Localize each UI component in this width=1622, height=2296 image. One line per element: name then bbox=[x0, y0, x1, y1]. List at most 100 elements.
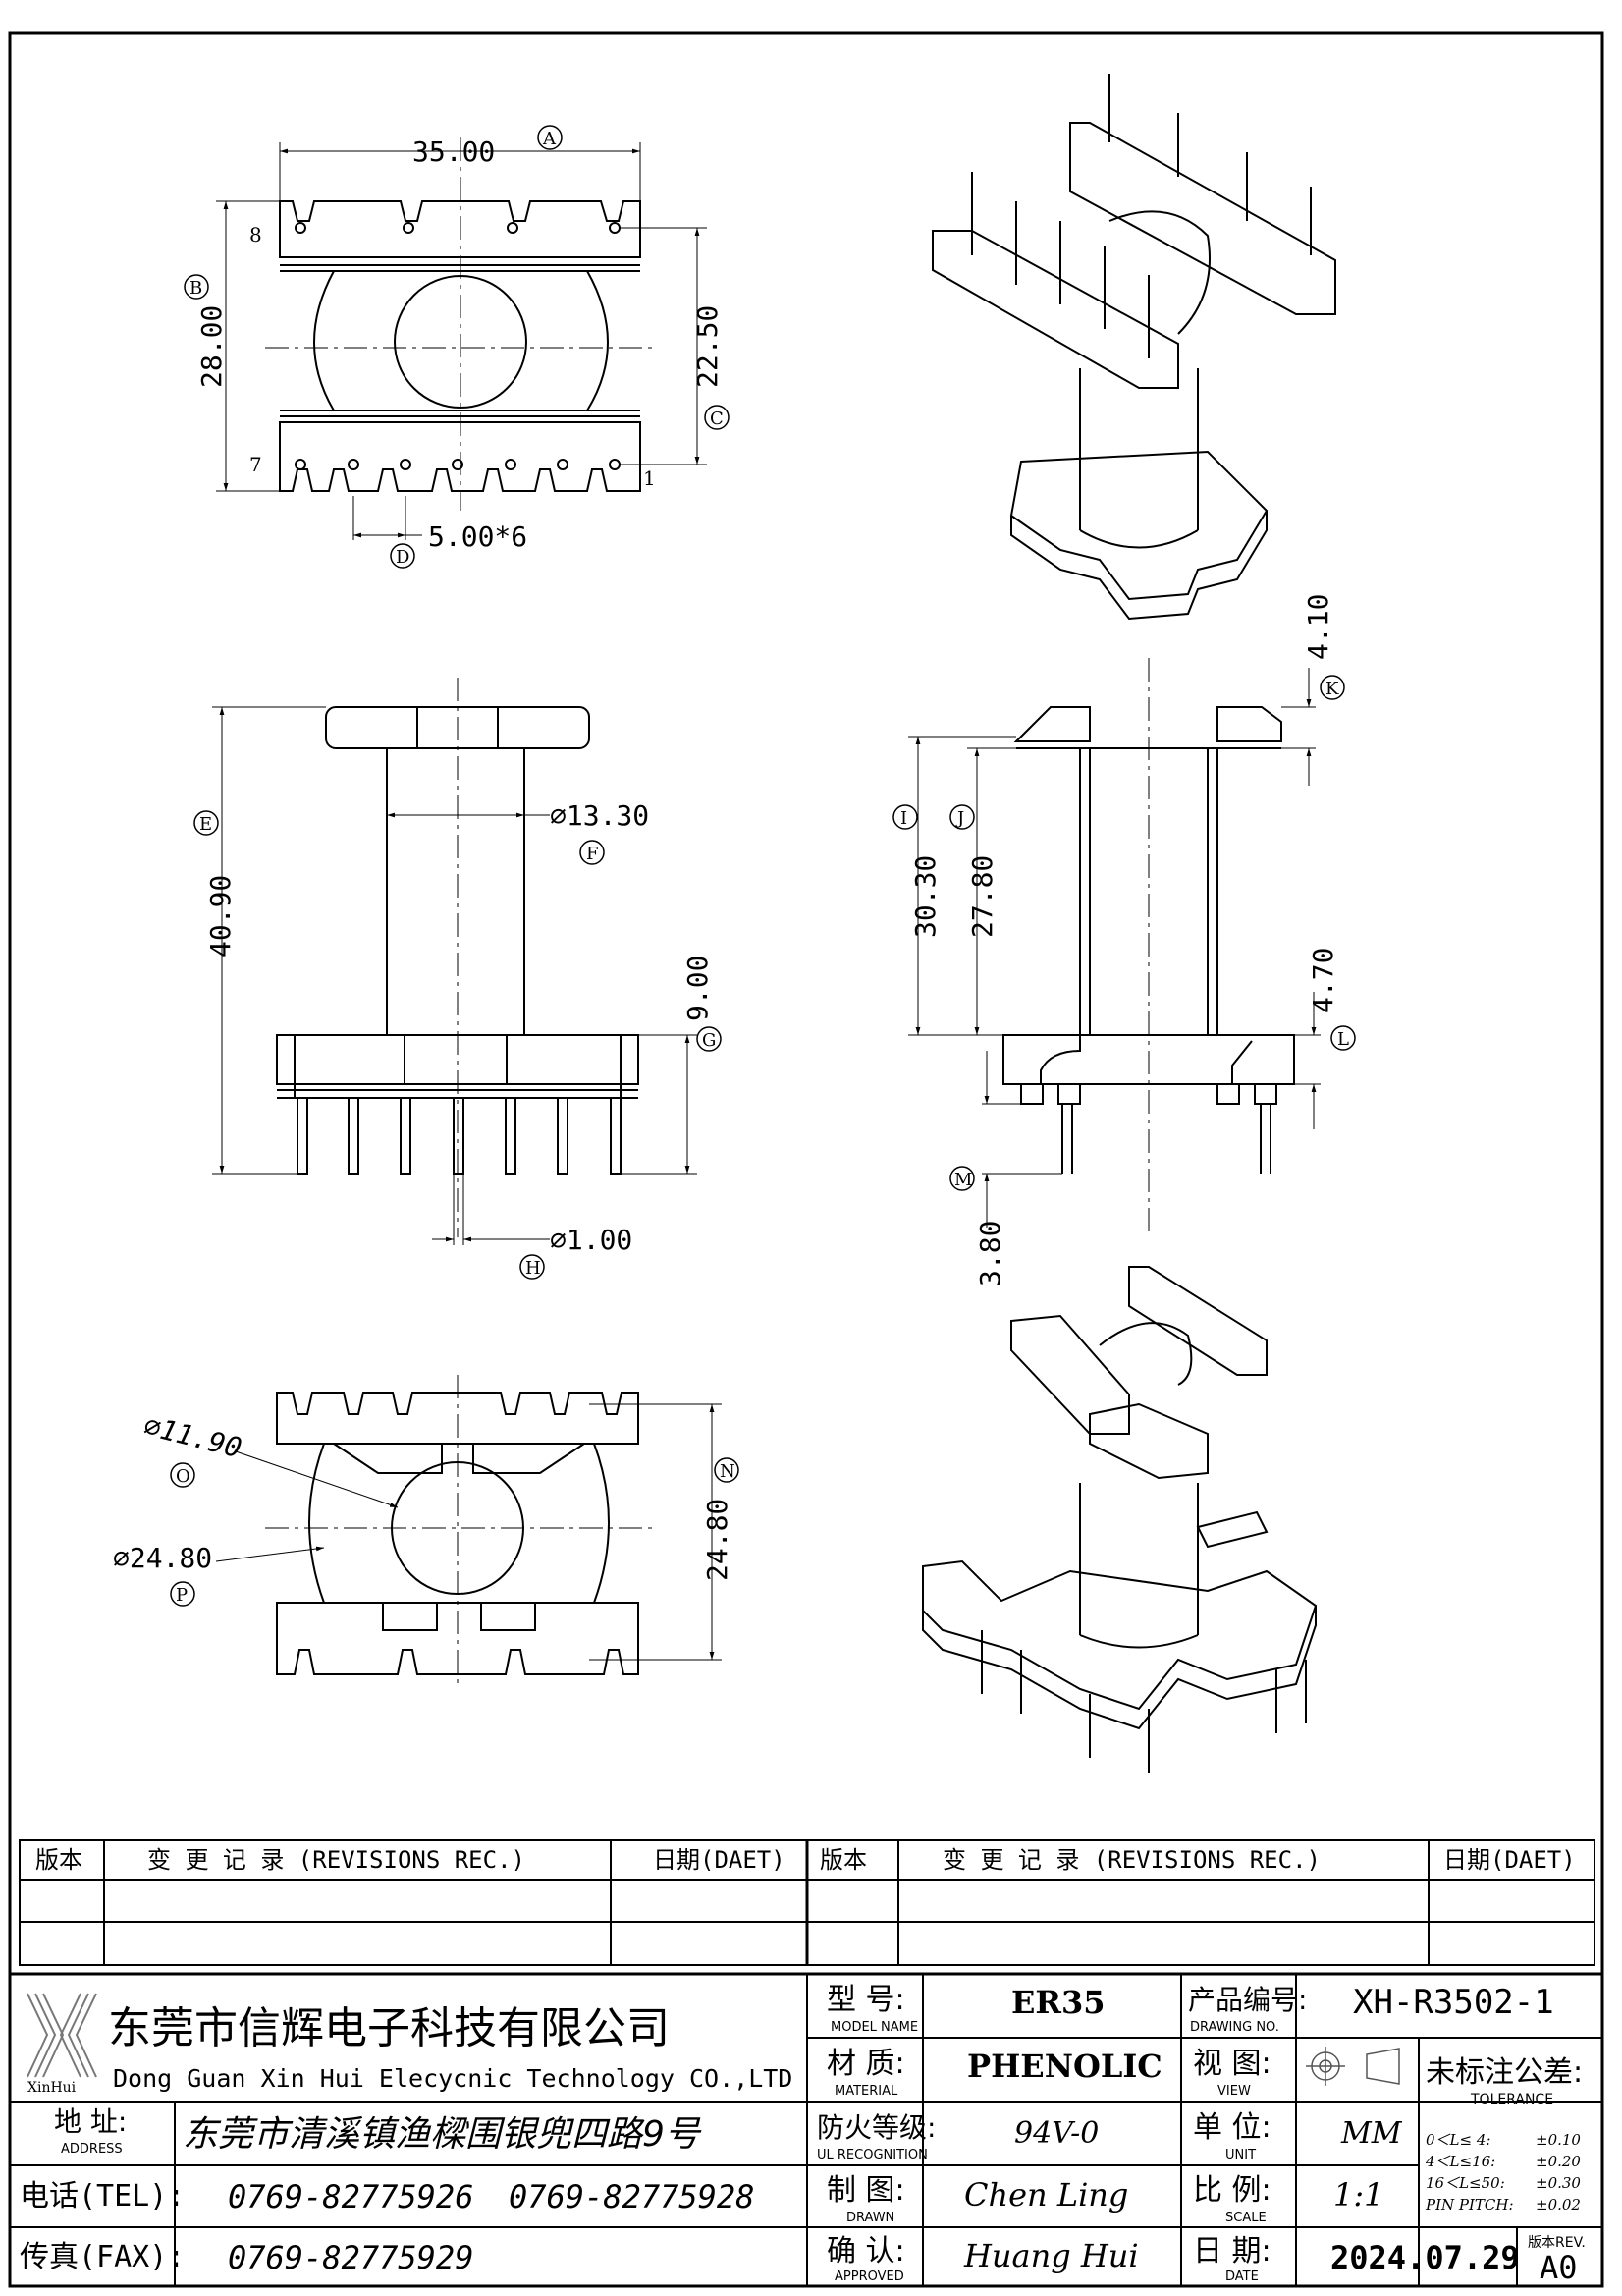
rev-col-version-1: 版本 bbox=[35, 1846, 82, 1874]
tol-range-3: 16＜L≤50: bbox=[1426, 2174, 1505, 2192]
ref-m: M bbox=[954, 1170, 972, 1190]
front-view bbox=[212, 678, 697, 1245]
scale-label-en: SCALE bbox=[1225, 2211, 1267, 2225]
dim-c-value: 22.50 bbox=[691, 305, 724, 388]
fax-label: 传真(FAX): bbox=[20, 2240, 185, 2274]
drawn-value: Chen Ling bbox=[964, 2176, 1128, 2214]
approved-value: Huang Hui bbox=[963, 2237, 1139, 2274]
ref-p: P bbox=[176, 1585, 188, 1606]
date-value: 2024.07.29 bbox=[1330, 2239, 1520, 2276]
dim-i-value: 30.30 bbox=[909, 855, 942, 938]
pin-1-label: 1 bbox=[643, 466, 656, 490]
pin-8-label: 8 bbox=[249, 223, 262, 246]
ref-d: D bbox=[396, 547, 409, 568]
bottom-view bbox=[215, 1375, 722, 1689]
drawing-no-label-en: DRAWING NO. bbox=[1190, 2020, 1279, 2035]
dim-d-value: 5.00*6 bbox=[428, 520, 527, 553]
tolerance-label-en: TOLERANCE bbox=[1470, 2092, 1553, 2107]
rev-col-date-2: 日期(DAET) bbox=[1443, 1846, 1576, 1874]
tel-label: 电话(TEL): bbox=[20, 2179, 185, 2214]
projection-symbol-icon bbox=[1306, 2047, 1400, 2086]
tol-range-4: PIN PITCH: bbox=[1425, 2196, 1514, 2214]
ref-e: E bbox=[199, 814, 212, 835]
rev-col-record-1: 变 更 记 录 (REVISIONS REC.) bbox=[147, 1846, 525, 1874]
address-label-en: ADDRESS bbox=[61, 2142, 123, 2157]
tolerance-label: 未标注公差: bbox=[1426, 2055, 1583, 2090]
dim-l-value: 4.70 bbox=[1307, 948, 1339, 1013]
ref-b: B bbox=[189, 278, 202, 299]
dim-n-value: 24.80 bbox=[701, 1499, 733, 1581]
dim-h-value: ⌀1.00 bbox=[550, 1224, 632, 1256]
ref-o: O bbox=[176, 1466, 190, 1487]
tel-1: 0769-82775926 bbox=[228, 2178, 473, 2215]
tol-value-3: ±0.30 bbox=[1536, 2174, 1581, 2192]
dim-e-value: 40.90 bbox=[204, 875, 237, 957]
scale-value: 1:1 bbox=[1333, 2176, 1384, 2214]
model-label-en: MODEL NAME bbox=[831, 2020, 918, 2035]
drawing-no-value: XH-R3502-1 bbox=[1353, 1983, 1554, 2022]
ref-j: J bbox=[955, 808, 964, 829]
approved-label-en: APPROVED bbox=[835, 2269, 904, 2284]
top-view bbox=[216, 137, 707, 540]
ref-f: F bbox=[586, 844, 599, 864]
view-label-en: VIEW bbox=[1217, 2084, 1251, 2099]
dim-g-value: 9.00 bbox=[681, 956, 714, 1021]
rev-value: A0 bbox=[1540, 2249, 1578, 2286]
dim-k-value: 4.10 bbox=[1302, 594, 1334, 660]
model-value: ER35 bbox=[1011, 1984, 1106, 2021]
ref-n: N bbox=[720, 1461, 735, 1482]
logo-text: XinHui bbox=[27, 2080, 77, 2096]
ref-g: G bbox=[702, 1030, 716, 1051]
xinhui-logo-icon bbox=[27, 1993, 97, 2078]
drawn-label: 制 图: bbox=[827, 2173, 905, 2208]
isometric-view-bottom bbox=[922, 1266, 1318, 1773]
address-value: 东莞市清溪镇渔樑围银兜四路9号 bbox=[183, 2114, 702, 2155]
tol-value-1: ±0.10 bbox=[1536, 2131, 1581, 2149]
dim-m-value: 3.80 bbox=[974, 1221, 1006, 1286]
dim-b-value: 28.00 bbox=[195, 305, 228, 388]
isometric-view-top bbox=[932, 74, 1336, 621]
date-label: 日 期: bbox=[1193, 2234, 1271, 2269]
scale-label: 比 例: bbox=[1193, 2173, 1271, 2208]
ref-h: H bbox=[525, 1258, 541, 1279]
drawing-no-label: 产品编号: bbox=[1188, 1984, 1307, 2016]
dim-p-value: ⌀24.80 bbox=[113, 1542, 212, 1574]
ul-label: 防火等级: bbox=[817, 2111, 936, 2144]
pin-7-label: 7 bbox=[249, 453, 262, 476]
unit-value: MM bbox=[1340, 2116, 1403, 2151]
rev-col-record-2: 变 更 记 录 (REVISIONS REC.) bbox=[943, 1846, 1321, 1874]
ref-c: C bbox=[710, 409, 724, 429]
material-value: PHENOLIC bbox=[967, 2048, 1162, 2085]
tel-2: 0769-82775928 bbox=[509, 2178, 754, 2215]
dim-a-value: 35.00 bbox=[412, 136, 495, 168]
ref-i: I bbox=[900, 808, 907, 829]
tol-value-2: ±0.20 bbox=[1536, 2153, 1581, 2170]
approved-label: 确 认: bbox=[827, 2234, 905, 2269]
ul-value: 94V-0 bbox=[1014, 2116, 1099, 2151]
address-label: 地 址: bbox=[54, 2105, 127, 2138]
unit-label: 单 位: bbox=[1193, 2110, 1271, 2145]
model-label: 型 号: bbox=[827, 1983, 905, 2017]
dim-o-value: ⌀11.90 bbox=[140, 1409, 244, 1464]
unit-label-en: UNIT bbox=[1225, 2148, 1256, 2162]
title-block-grid bbox=[8, 1839, 1604, 2288]
ref-a: A bbox=[542, 129, 557, 149]
drawn-label-en: DRAWN bbox=[846, 2211, 894, 2225]
side-view bbox=[908, 658, 1321, 1237]
rev-label: 版本REV. bbox=[1528, 2235, 1586, 2251]
ref-l: L bbox=[1337, 1029, 1349, 1050]
dim-f-value: ⌀13.30 bbox=[550, 799, 649, 832]
company-name-en: Dong Guan Xin Hui Elecycnic Technology C… bbox=[113, 2064, 792, 2093]
dim-j-value: 27.80 bbox=[966, 855, 999, 938]
tol-range-2: 4＜L≤16: bbox=[1425, 2153, 1495, 2170]
company-name-cn: 东莞市信辉电子科技有限公司 bbox=[108, 2003, 670, 2053]
material-label: 材 质: bbox=[827, 2047, 905, 2081]
rev-col-version-2: 版本 bbox=[820, 1846, 867, 1874]
view-label: 视 图: bbox=[1193, 2047, 1271, 2081]
ul-label-en: UL RECOGNITION bbox=[817, 2148, 928, 2162]
tol-value-4: ±0.02 bbox=[1536, 2196, 1581, 2214]
fax-value: 0769-82775929 bbox=[228, 2239, 473, 2276]
tol-range-1: 0＜L≤ 4: bbox=[1426, 2131, 1490, 2149]
material-label-en: MATERIAL bbox=[835, 2084, 898, 2099]
